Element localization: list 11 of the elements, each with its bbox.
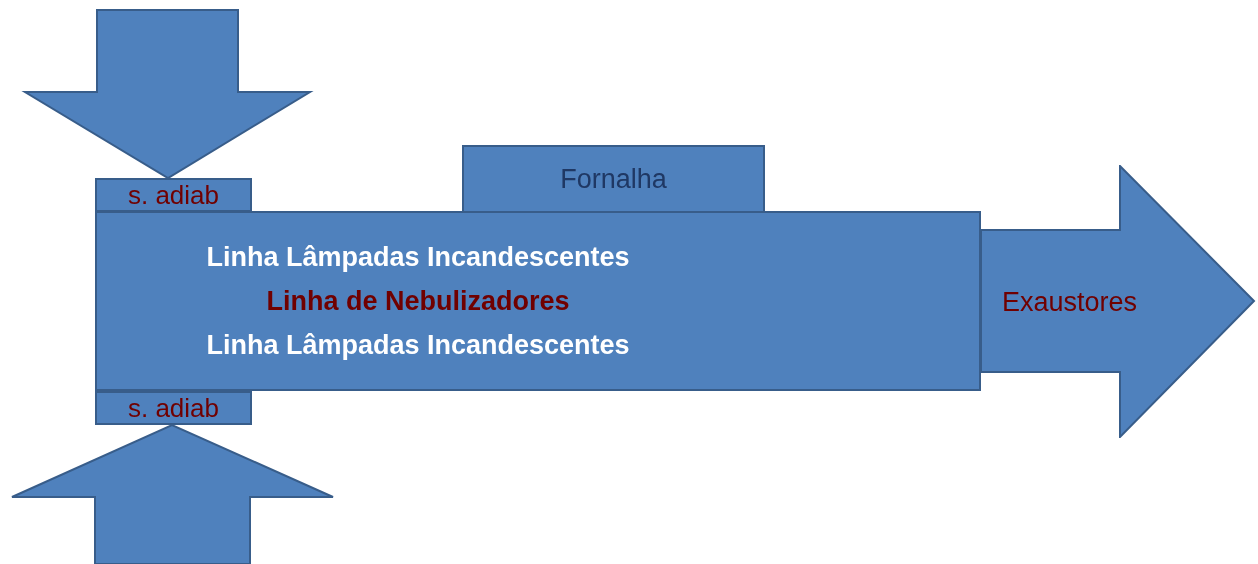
cooling-pad-box: s. adiab: [95, 391, 252, 425]
process-box: [95, 211, 981, 391]
furnace-box: Fornalha: [462, 145, 765, 213]
row-label: Linha Lâmpadas Incandescentes: [206, 329, 630, 362]
block-arrow: [21, 9, 314, 180]
exhaust-arrow-shape: [980, 165, 1256, 438]
exhaust-label: Exaustores: [1002, 285, 1138, 319]
row-label: Linha de Nebulizadores: [266, 285, 570, 318]
row-label: Linha Lâmpadas Incandescentes: [206, 241, 630, 274]
cooling-pad-box: s. adiab: [95, 178, 252, 212]
block-arrow: [11, 423, 334, 564]
